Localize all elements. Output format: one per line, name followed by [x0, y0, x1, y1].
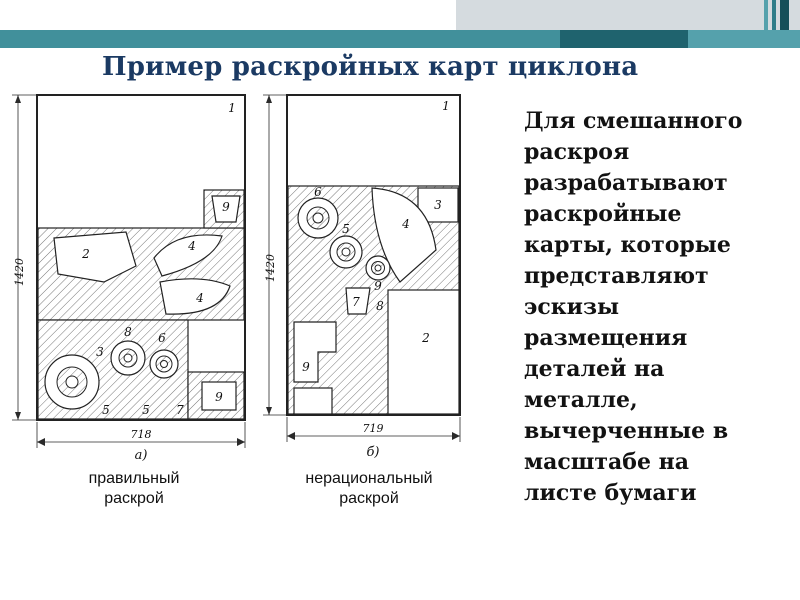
part-label: 9: [302, 360, 310, 374]
part-shape-blade: [153, 234, 223, 277]
part-label: 7: [176, 403, 184, 417]
header-stripe-1: [764, 0, 768, 30]
part-shape-trapezoid: [53, 231, 137, 283]
subfigure-tag: а): [135, 448, 148, 462]
header-stripe-3: [780, 0, 789, 30]
part-label: 1: [442, 99, 450, 113]
vertical-dimension: 1420: [12, 94, 37, 421]
vertical-dimension: 1420: [263, 94, 287, 416]
cutting-diagram-correct: 1420: [12, 94, 246, 463]
cutting-diagram-irrational: 1420: [263, 94, 461, 460]
part-label: 9: [215, 390, 223, 404]
part-label: 4: [401, 217, 410, 231]
arrow-left-icon: [287, 432, 295, 440]
arrow-up-icon: [266, 95, 272, 103]
part-label: 2: [421, 331, 430, 345]
arrow-left-icon: [37, 438, 45, 446]
dim-height-label: 1420: [264, 254, 277, 282]
part-label: 9: [222, 200, 230, 214]
part-shape-small: [293, 387, 333, 415]
dim-width-label: 719: [363, 422, 384, 435]
arrow-down-icon: [266, 407, 272, 415]
part-label: 6: [314, 185, 322, 199]
dim-height-label: 1420: [13, 258, 26, 286]
part-label: 4: [187, 239, 196, 253]
flange-part: [110, 340, 146, 376]
part-label: 3: [96, 345, 104, 359]
part-label: 7: [352, 295, 360, 309]
part-shape-sector: [371, 187, 437, 283]
figure-right-caption: нерациональный раскрой: [305, 470, 433, 507]
slide-title: Пример раскройных карт циклона: [102, 52, 639, 82]
part-label: 9: [374, 279, 382, 293]
flange-part: [149, 349, 179, 379]
flange-part: [44, 354, 100, 410]
part-shape-large: [387, 289, 460, 415]
horizontal-dimension: 718: [36, 422, 246, 448]
part-label: 2: [81, 247, 90, 261]
flange-part: [329, 235, 363, 269]
flange-part: [365, 255, 391, 281]
figure-left: 1420: [8, 90, 260, 509]
part-label: 5: [102, 403, 110, 417]
header-gray-band: [456, 0, 800, 30]
part-shape-steps: [293, 321, 337, 383]
part-shape-small: [201, 381, 237, 411]
arrow-right-icon: [237, 438, 245, 446]
part-shape-small: [211, 195, 241, 223]
header-stripe-2: [772, 0, 776, 30]
flange-part: [297, 197, 339, 239]
arrow-up-icon: [15, 95, 21, 103]
figure-right: 1420: [260, 90, 478, 509]
part-label: 8: [376, 299, 384, 313]
header-accent-bar: [0, 30, 800, 48]
part-label: 1: [228, 101, 236, 115]
part-label: 5: [342, 222, 350, 236]
part-label: 5: [142, 403, 150, 417]
figure-left-caption: правильный раскрой: [88, 470, 180, 507]
part-label: 8: [124, 325, 132, 339]
dim-width-label: 718: [131, 428, 152, 441]
part-label: 6: [158, 331, 166, 345]
part-shape-small: [345, 287, 371, 315]
subfigure-tag: б): [366, 445, 379, 460]
part-shape-blade: [159, 278, 231, 315]
arrow-right-icon: [452, 432, 460, 440]
slide-body-text: Для смешанного раскроя разрабатывают рас…: [524, 108, 743, 506]
arrow-down-icon: [15, 412, 21, 420]
part-label: 4: [195, 291, 204, 305]
horizontal-dimension: 719: [286, 417, 461, 442]
part-label: 3: [434, 198, 442, 212]
